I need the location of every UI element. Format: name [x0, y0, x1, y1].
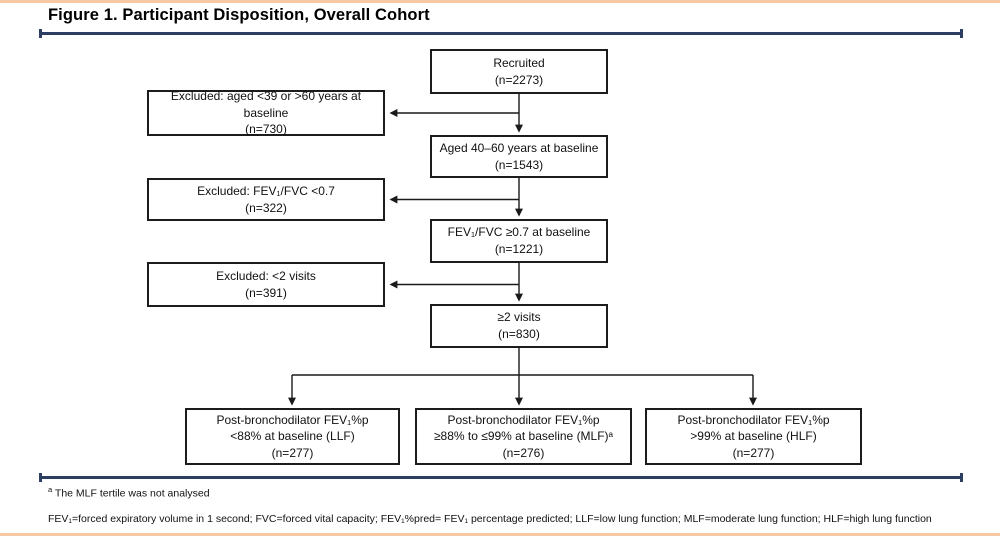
- box-line: (n=277): [732, 445, 775, 460]
- box-line: (n=830): [498, 327, 540, 341]
- top-rule: [39, 29, 963, 37]
- box-line: ≥88% to ≤99% at baseline (MLF)ᵃ: [433, 429, 614, 444]
- box-line: (n=730): [245, 122, 287, 137]
- figure-title: Figure 1. Participant Disposition, Overa…: [48, 6, 430, 24]
- bottom-rule: [39, 473, 963, 481]
- bottom-frame-band: [0, 533, 1000, 536]
- box-line: (n=2273): [494, 72, 544, 87]
- box-line: Excluded: aged <39 or >60 years at basel…: [170, 89, 362, 120]
- flow-box-excluded-visits: Excluded: <2 visits (n=391): [147, 262, 385, 307]
- flow-box-fev-fvc: FEV₁/FVC ≥0.7 at baseline (n=1221): [430, 219, 608, 263]
- flow-box-llf: Post-bronchodilator FEV₁%p <88% at basel…: [185, 408, 400, 465]
- footnote-abbreviations: FEV₁=forced expiratory volume in 1 secon…: [48, 513, 932, 525]
- flow-box-mlf: Post-bronchodilator FEV₁%p ≥88% to ≤99% …: [415, 408, 632, 465]
- flow-box-aged-40-60: Aged 40–60 years at baseline (n=1543): [430, 135, 608, 178]
- box-line: (n=276): [502, 445, 545, 460]
- footnote-a-marker: a: [48, 485, 53, 494]
- footnote-a-text: The MLF tertile was not analysed: [54, 487, 210, 500]
- box-line: <88% at baseline (LLF): [230, 429, 355, 444]
- footnote-a: a The MLF tertile was not analysed: [48, 485, 210, 500]
- box-line: Aged 40–60 years at baseline: [439, 140, 599, 155]
- box-line: (n=322): [245, 200, 287, 215]
- box-line: FEV₁/FVC ≥0.7 at baseline: [447, 225, 591, 240]
- box-line: Post-bronchodilator FEV₁%p: [216, 412, 369, 427]
- box-line: Post-bronchodilator FEV₁%p: [677, 412, 830, 427]
- flow-box-recruited: Recruited (n=2273): [430, 49, 608, 94]
- box-line: (n=277): [271, 445, 314, 460]
- box-line: Post-bronchodilator FEV₁%p: [447, 412, 600, 427]
- box-line: (n=391): [245, 285, 287, 300]
- box-line: Excluded: FEV₁/FVC <0.7: [197, 183, 335, 198]
- box-line: Excluded: <2 visits: [216, 268, 316, 283]
- box-line: Recruited: [493, 55, 545, 70]
- box-line: ≥2 visits: [497, 310, 541, 325]
- box-line: >99% at baseline (HLF): [690, 429, 817, 444]
- flow-box-hlf: Post-bronchodilator FEV₁%p >99% at basel…: [645, 408, 862, 465]
- flow-box-excluded-age: Excluded: aged <39 or >60 years at basel…: [147, 89, 385, 137]
- box-line: (n=1543): [494, 157, 544, 172]
- flow-box-2-visits: ≥2 visits (n=830): [430, 304, 608, 348]
- box-line: (n=1221): [494, 242, 544, 256]
- top-frame-band: [0, 0, 1000, 3]
- flow-box-excluded-fev-fvc: Excluded: FEV₁/FVC <0.7 (n=322): [147, 178, 385, 221]
